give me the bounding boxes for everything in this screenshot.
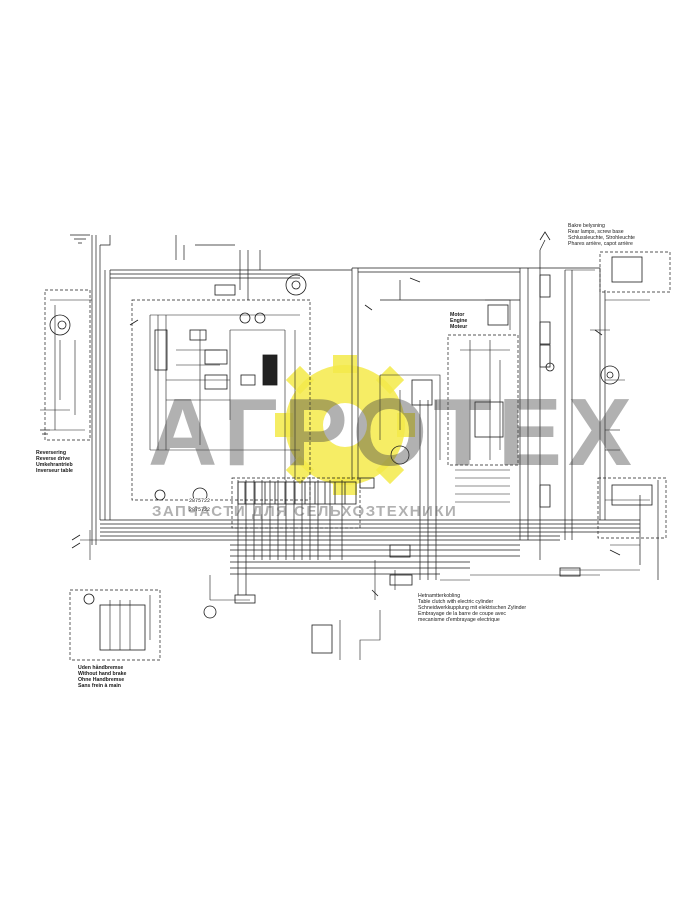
ground-icon: [371, 589, 379, 597]
connector-icon: [559, 567, 581, 577]
reversing-label-line: Umkehrantrieb: [36, 462, 73, 468]
relay-icon: [204, 349, 228, 365]
trailer-socket-icon: [600, 365, 620, 385]
without-handbrake-label-line: Without hand brake: [78, 671, 127, 677]
panel-wiring: [149, 314, 300, 480]
lower-wiring: [80, 530, 520, 660]
ground-icon: [71, 534, 81, 549]
brake-switch-icon: [83, 593, 95, 605]
watermark-brand: АГРОТЕХ: [148, 379, 638, 486]
right-module-frame: [597, 477, 667, 539]
without-handbrake-label-line: Uden håndbremse: [78, 665, 124, 671]
switch-icon: [189, 329, 207, 341]
control-panel-frame: [131, 299, 311, 501]
table-clutch-label-line: Hetnamtterkobling: [418, 593, 461, 599]
indicator-lamp-icon: [545, 362, 555, 372]
table-clutch-label-line: mecanisme d'embrayage electrique: [418, 617, 500, 623]
reversing-label-line: Reverse drive: [36, 456, 71, 462]
part-code-label: 2875722: [188, 498, 212, 504]
table-clutch-label-line: Embrayage de la barre de coupe avec: [418, 611, 506, 617]
reversing-module-wiring: [40, 299, 92, 431]
sensor-icon: [390, 445, 410, 465]
without-handbrake-label-line: Ohne Handbremse: [78, 677, 125, 683]
watermark-sun-gear-icon: [275, 355, 415, 495]
ground-icon: [409, 277, 421, 283]
handbrake-switch-frame: [69, 589, 161, 661]
part-code-label: 2875722: [188, 507, 212, 513]
seat-switch-icon: [203, 605, 217, 619]
engine-wiring: [379, 299, 511, 503]
reversing-label-line: Reversering: [36, 450, 66, 456]
main-harness: [100, 519, 640, 575]
connector-icon: [234, 594, 256, 604]
fuse-icon: [539, 321, 551, 345]
ground-icon: [594, 329, 603, 336]
engine-control-icon: [411, 379, 433, 406]
top-wiring: [100, 235, 601, 301]
ground-icon: [609, 549, 621, 556]
fuse-icon: [539, 274, 551, 298]
reversing-label-line: Inverseur table: [36, 468, 73, 474]
rear-lights-label-line: Phares arrière, capot arrière: [568, 241, 633, 247]
rear-lights-label-line: Rear lamps, screw base: [568, 229, 624, 235]
ground-icon: [129, 319, 139, 326]
engine-label-line: Engine: [450, 318, 468, 324]
table-clutch-label-line: Schneidwerkkupplung mit elektrischen Zyl…: [418, 605, 527, 611]
components: [40, 231, 653, 654]
engine-relay-frame: [447, 334, 519, 466]
rear-light-frame: [599, 251, 671, 293]
lamp-icon: [239, 312, 251, 324]
without-handbrake-label: Uden håndbremse Without hand brake Ohne …: [78, 665, 126, 689]
ground-icon: [539, 231, 551, 241]
starter-relay-icon: [487, 304, 509, 326]
engine-label-line: Motor: [450, 312, 465, 318]
ground-icon: [40, 429, 50, 435]
lamp-icon: [254, 312, 266, 324]
connector-icon: [389, 574, 413, 586]
rear-light-block-icon: [611, 256, 643, 283]
rear-lights-label: Bakre belysning Rear lamps, screw base S…: [568, 223, 635, 247]
fuse-icon: [539, 344, 551, 368]
alternator-box-icon: [474, 401, 504, 438]
ground-icon: [70, 234, 90, 244]
dashed-enclosures: [44, 251, 671, 661]
table-clutch-label: Hetnamtterkobling Table clutch with elec…: [418, 593, 526, 623]
reversing-module-frame: [44, 289, 91, 441]
fuse-icon: [539, 484, 551, 508]
table-clutch-label-line: Table clutch with electric cylinder: [418, 599, 494, 605]
relay-icon: [204, 374, 228, 390]
vertical-wires: [91, 235, 659, 595]
engine-label-line: Moteur: [450, 324, 468, 330]
engine-label: Motor Engine Moteur: [450, 312, 467, 330]
without-handbrake-label-line: Sans frein à main: [78, 683, 121, 689]
connector-icon: [214, 284, 236, 296]
relay-block-icon: [262, 354, 278, 386]
watermark-tagline: ЗАПЧАСТИ ДЛЯ СЕЛЬХОЗТЕХНИКИ: [152, 503, 458, 520]
reversing-label: Reversering Reverse drive Umkehrantrieb …: [36, 450, 73, 474]
ground-icon: [364, 304, 373, 311]
reversing-motor-icon: [49, 314, 71, 336]
rear-lights-label-line: Bakre belysning: [568, 223, 605, 229]
connector-icon: [389, 544, 411, 558]
relay-icon: [240, 374, 256, 386]
connector-icon: [359, 477, 375, 489]
switch-icon: [154, 329, 168, 371]
fuse-box-icon: [237, 481, 357, 505]
clutch-switch-icon: [311, 624, 333, 654]
rear-module-icon: [611, 484, 653, 506]
rear-lights-label-line: Schlussleuchte, Strohleuchte: [568, 235, 635, 241]
handbrake-switch-icon: [99, 604, 146, 651]
ignition-switch-icon: [285, 274, 307, 296]
lamp-icon: [154, 489, 166, 501]
